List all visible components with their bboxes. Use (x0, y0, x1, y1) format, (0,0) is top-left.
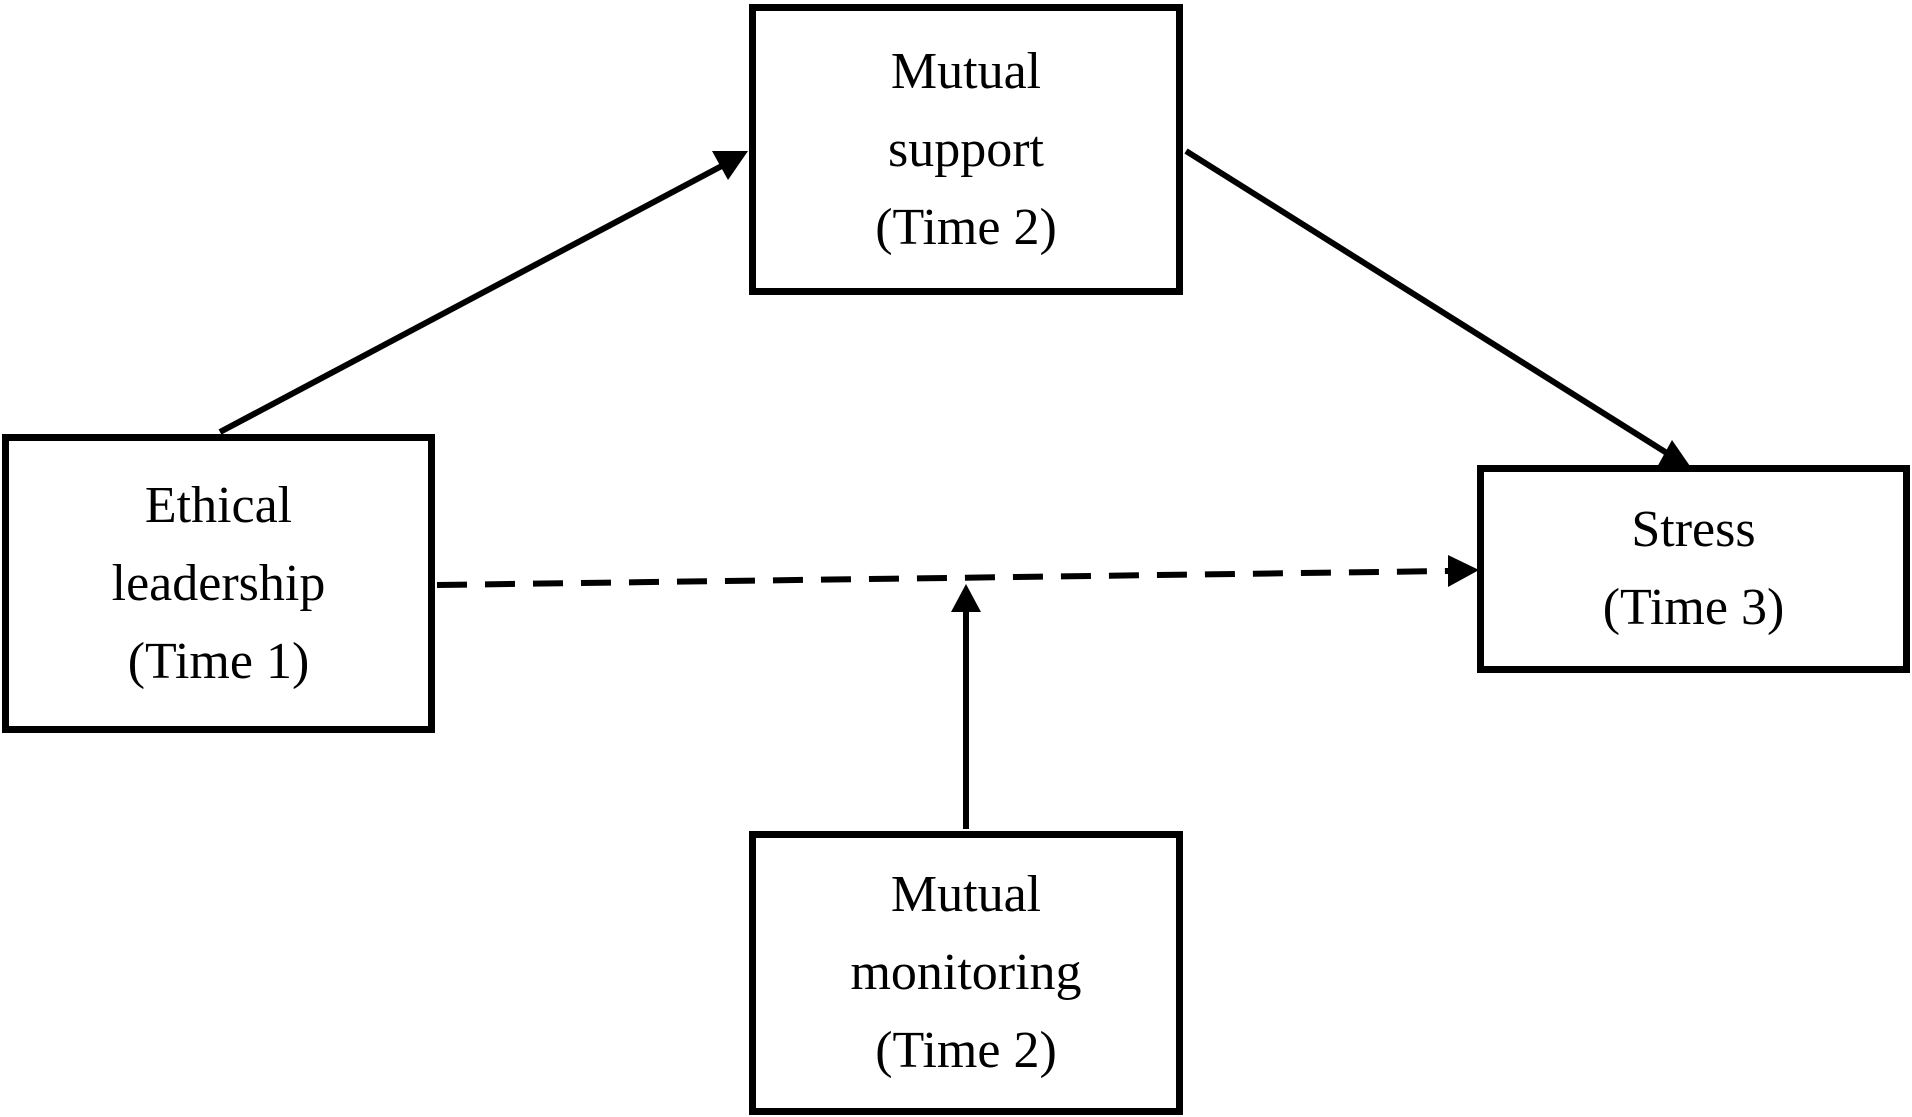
node-label-line: monitoring (850, 944, 1082, 1001)
arrowhead-icon (712, 151, 748, 180)
edge-support-to-stress (1184, 148, 1692, 469)
node-label-line: leadership (111, 554, 326, 612)
node-label-line: (Time 3) (1602, 579, 1785, 636)
edge-monitoring-moderation (951, 584, 981, 829)
node-stress: Stress (Time 3) (1477, 465, 1910, 673)
edge-ethical-to-stress-dashed (436, 555, 1479, 588)
arrowhead-icon (951, 584, 981, 612)
node-ethical-leadership: Ethical leadership (Time 1) (2, 434, 435, 733)
node-label-line: (Time 2) (875, 1022, 1057, 1079)
edge-ethical-to-support (218, 151, 748, 435)
node-mutual-support: Mutual support (Time 2) (749, 4, 1183, 295)
node-label-line: (Time 1) (127, 632, 310, 690)
arrowhead-icon (1448, 555, 1479, 587)
node-label-line: (Time 2) (875, 198, 1057, 256)
node-label-line: Ethical (144, 476, 293, 534)
node-label-line: support (888, 120, 1044, 178)
node-label-line: Stress (1631, 501, 1756, 558)
node-label-line: Mutual (890, 866, 1042, 923)
arrowhead-icon (1656, 440, 1692, 469)
node-label-line: Mutual (890, 42, 1042, 100)
node-mutual-monitoring: Mutual monitoring (Time 2) (749, 831, 1183, 1115)
